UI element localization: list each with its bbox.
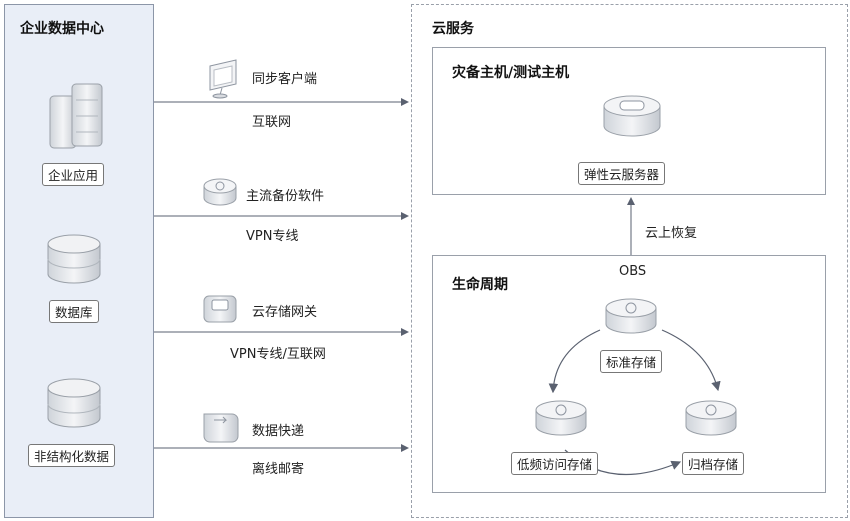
lifecycle-title: 生命周期 [452, 277, 508, 293]
tool-data-express: 数据快递 [252, 424, 305, 439]
monitor-icon [209, 59, 237, 99]
storage-gateway-icon [203, 295, 237, 323]
label-enterprise-app: 企业应用 [42, 163, 105, 186]
ecs-server-icon [603, 95, 661, 137]
datacenter-title: 企业数据中心 [20, 21, 104, 37]
data-express-icon [203, 413, 239, 443]
standard-storage-icon [605, 298, 657, 334]
archive-storage-icon [685, 400, 737, 436]
arrow-standard-to-archive [661, 329, 721, 392]
tool-sync-client: 同步客户端 [252, 72, 318, 87]
label-cloud-recovery: 云上恢复 [645, 226, 698, 241]
arrow-standard-to-infrequent [548, 329, 601, 394]
label-database: 数据库 [49, 300, 99, 323]
label-standard-storage: 标准存储 [600, 350, 663, 373]
link-vpn: VPN专线 [246, 229, 299, 244]
label-unstructured-data: 非结构化数据 [28, 444, 116, 467]
link-internet: 互联网 [252, 115, 292, 130]
tool-backup-software: 主流备份软件 [246, 189, 325, 204]
lifecycle-box [432, 255, 826, 493]
server-rack-icon [49, 83, 103, 149]
label-infrequent-storage: 低频访问存储 [511, 452, 599, 475]
link-vpn-internet: VPN专线/互联网 [230, 347, 326, 362]
infrequent-storage-icon [535, 400, 587, 436]
database-icon [47, 234, 101, 284]
backup-software-icon [203, 178, 237, 206]
channel-arrows [154, 98, 409, 452]
link-offline-mail: 离线邮寄 [252, 462, 305, 477]
label-ecs: 弹性云服务器 [578, 162, 666, 185]
tool-storage-gateway: 云存储网关 [252, 305, 318, 320]
cloud-title: 云服务 [432, 21, 474, 37]
label-obs: OBS [619, 264, 647, 279]
label-archive-storage: 归档存储 [682, 452, 745, 475]
unstructured-data-icon [47, 378, 101, 428]
dr-host-title: 灾备主机/测试主机 [452, 65, 570, 81]
